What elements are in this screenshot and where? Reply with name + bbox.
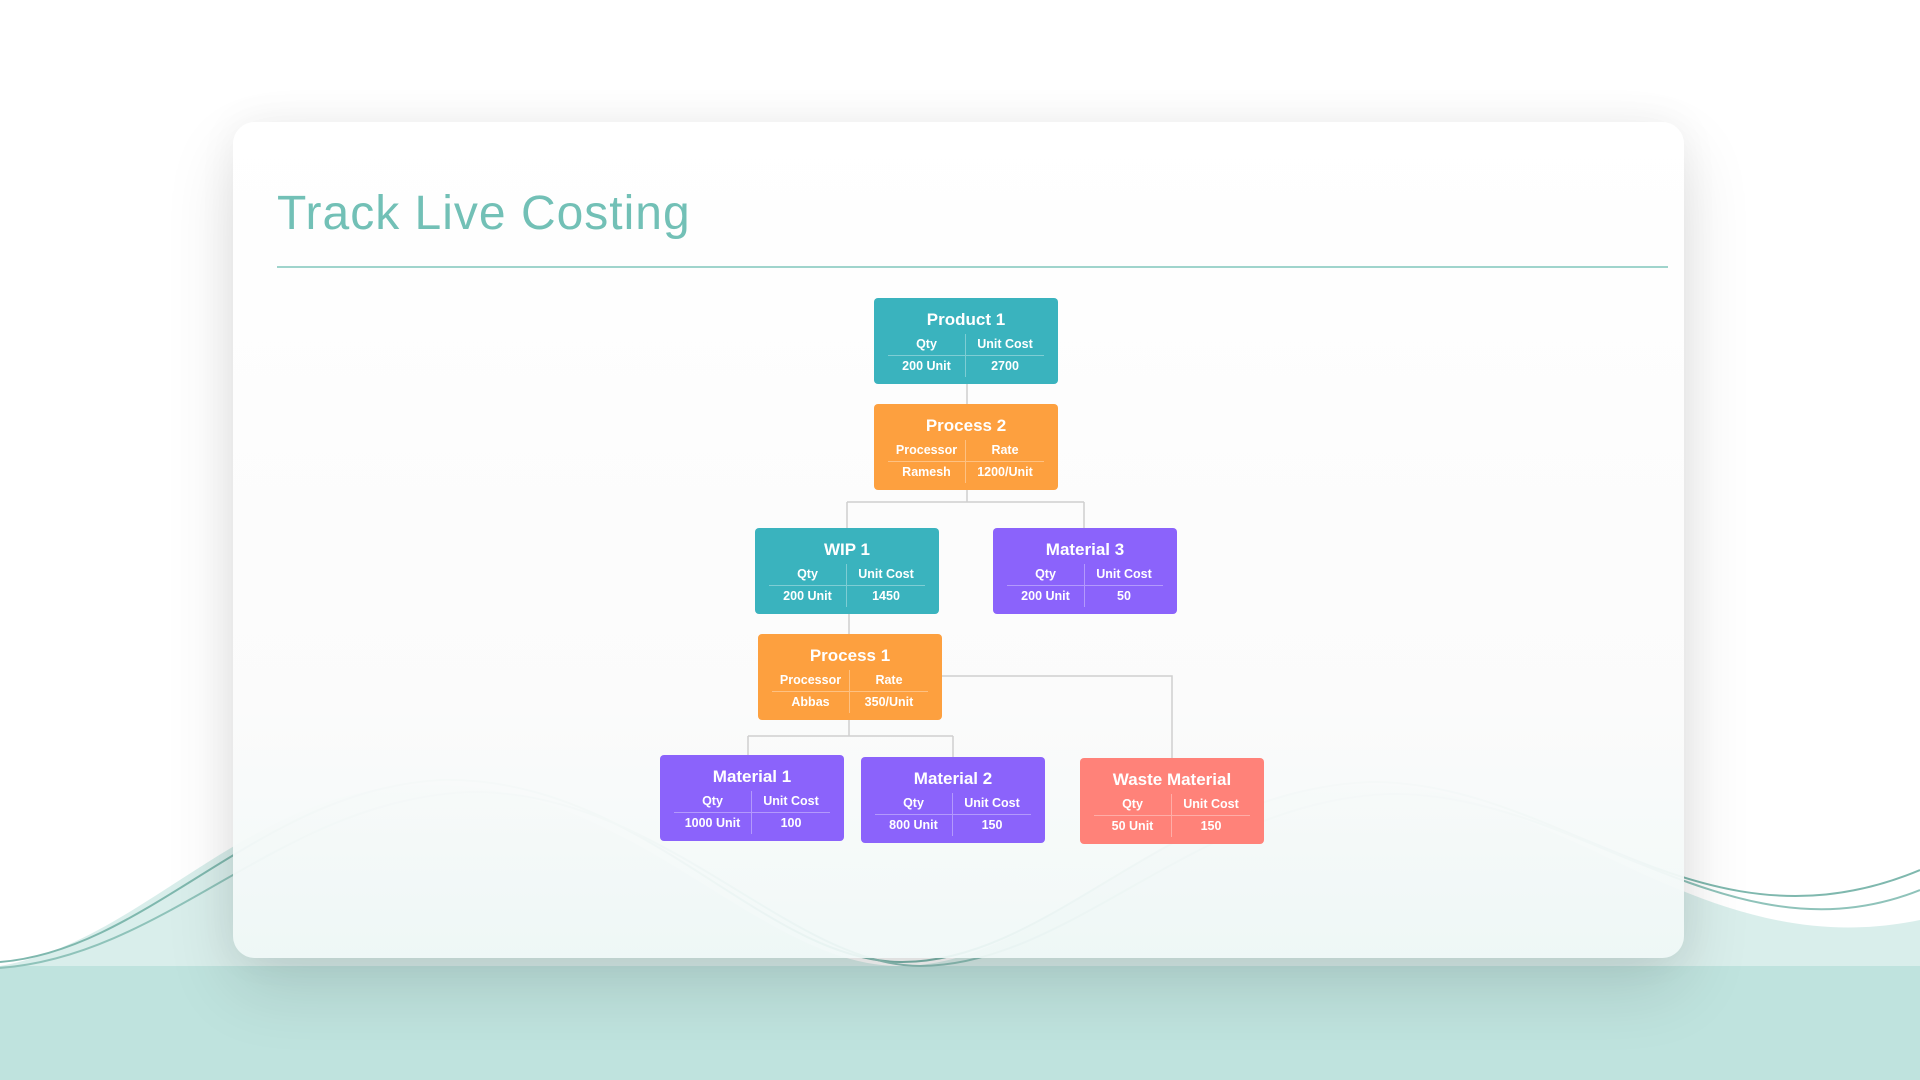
node-value-2: 150 — [1200, 819, 1222, 833]
node-value-2: 150 — [981, 818, 1003, 832]
node-table: Qty Unit Cost 50 Unit 150 — [1094, 794, 1250, 837]
node-table: Qty Unit Cost 800 Unit 150 — [875, 793, 1031, 836]
node-header-2: Unit Cost — [953, 793, 1031, 815]
node-title: Waste Material — [1112, 770, 1232, 789]
node-value-1: Ramesh — [888, 462, 966, 483]
node-material-1[interactable]: Material 1 Qty Unit Cost 1000 Unit 100 — [660, 755, 844, 841]
node-title: Material 3 — [1045, 540, 1125, 559]
node-header-1: Processor — [888, 440, 966, 462]
node-value-1: 1000 Unit — [674, 813, 752, 834]
node-header-2: Unit Cost — [1172, 794, 1250, 816]
node-table: Qty Unit Cost 1000 Unit 100 — [674, 791, 830, 834]
node-value-2: 50 — [1117, 589, 1131, 603]
node-header-2: Unit Cost — [1085, 564, 1163, 586]
node-wip-1[interactable]: WIP 1 Qty Unit Cost 200 Unit 1450 — [755, 528, 939, 614]
node-header-1: Qty — [875, 793, 953, 815]
node-header-2: Unit Cost — [752, 791, 830, 813]
node-table: Qty Unit Cost 200 Unit 2700 — [888, 334, 1044, 377]
node-header-1: Qty — [769, 564, 847, 586]
node-title: Process 1 — [809, 646, 891, 665]
node-header-1: Qty — [888, 334, 966, 356]
node-header-2: Rate — [850, 670, 928, 692]
title-divider — [277, 266, 1668, 268]
node-material-3[interactable]: Material 3 Qty Unit Cost 200 Unit 50 — [993, 528, 1177, 614]
node-value-1: 800 Unit — [875, 815, 953, 836]
node-value-1: Abbas — [772, 692, 850, 713]
node-header-1: Qty — [674, 791, 752, 813]
node-table: Qty Unit Cost 200 Unit 50 — [1007, 564, 1163, 607]
node-value-2: 1450 — [872, 589, 900, 603]
node-material-2[interactable]: Material 2 Qty Unit Cost 800 Unit 150 — [861, 757, 1045, 843]
node-header-2: Rate — [966, 440, 1044, 462]
node-value-1: 200 Unit — [1007, 586, 1085, 607]
node-header-2: Unit Cost — [966, 334, 1044, 356]
node-header-1: Qty — [1094, 794, 1172, 816]
node-waste-material[interactable]: Waste Material Qty Unit Cost 50 Unit 150 — [1080, 758, 1264, 844]
node-value-1: 200 Unit — [769, 586, 847, 607]
node-title: Product 1 — [926, 310, 1006, 329]
node-table: Processor Rate Abbas 350/Unit — [772, 670, 928, 713]
node-header-2: Unit Cost — [847, 564, 925, 586]
node-value-2: 350/Unit — [864, 695, 914, 709]
node-value-1: 200 Unit — [888, 356, 966, 377]
node-process-2[interactable]: Process 2 Processor Rate Ramesh 1200/Uni… — [874, 404, 1058, 490]
node-title: Material 1 — [712, 767, 792, 786]
node-title: WIP 1 — [824, 540, 870, 559]
node-table: Processor Rate Ramesh 1200/Unit — [888, 440, 1044, 483]
node-product-1[interactable]: Product 1 Qty Unit Cost 200 Unit 2700 — [874, 298, 1058, 384]
node-title: Material 2 — [913, 769, 993, 788]
node-process-1[interactable]: Process 1 Processor Rate Abbas 350/Unit — [758, 634, 942, 720]
node-value-2: 2700 — [991, 359, 1019, 373]
page-title: Track Live Costing — [277, 187, 691, 240]
node-table: Qty Unit Cost 200 Unit 1450 — [769, 564, 925, 607]
node-title: Process 2 — [925, 416, 1007, 435]
node-value-2: 100 — [780, 816, 802, 830]
node-header-1: Processor — [772, 670, 850, 692]
node-value-2: 1200/Unit — [977, 465, 1033, 479]
node-value-1: 50 Unit — [1094, 816, 1172, 837]
node-header-1: Qty — [1007, 564, 1085, 586]
